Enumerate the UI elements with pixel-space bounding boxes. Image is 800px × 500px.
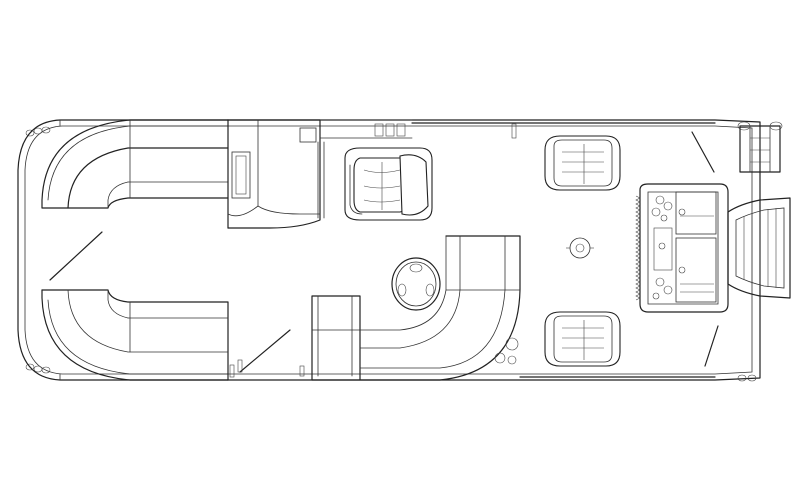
aft-seat-port (544, 135, 621, 191)
hull-outline (17, 119, 761, 381)
panel-buttons (651, 195, 673, 300)
aft-cleats (737, 374, 757, 382)
floor-hatch (566, 237, 594, 259)
rear-lounge (311, 235, 521, 381)
bimini-strut-aft-port (691, 131, 715, 173)
edge-trim (635, 195, 714, 301)
swim-ladder (737, 121, 783, 173)
bow-lounge-starboard (41, 289, 229, 381)
rail-post (511, 123, 517, 139)
bimini-strut-port (49, 231, 103, 281)
rear-entertainment-center (635, 183, 729, 313)
gate-hinges (229, 359, 305, 378)
bimini-strut-aft-starboard (704, 325, 719, 367)
dining-table (391, 257, 441, 311)
bow-cleats-top (25, 126, 51, 137)
sun-pad (727, 197, 791, 299)
bow-cleats-bottom (25, 363, 51, 374)
bow-lounge-port (41, 119, 229, 229)
aft-seat-starboard (544, 311, 621, 367)
captain-chair (344, 147, 433, 221)
helm-console (227, 119, 413, 229)
bimini-strut-mid (239, 329, 291, 373)
